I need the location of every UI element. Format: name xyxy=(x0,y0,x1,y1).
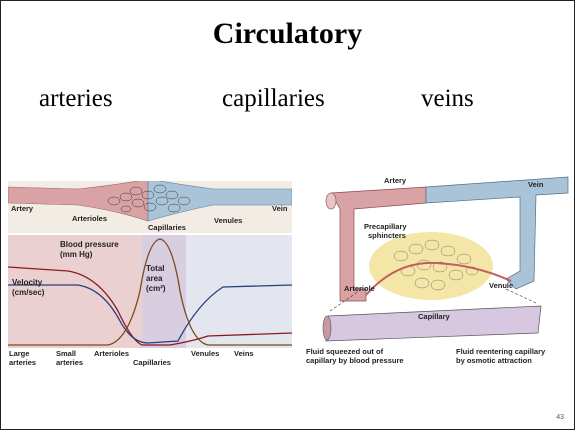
venous-band xyxy=(186,235,292,348)
page-number: 43 xyxy=(556,414,564,421)
label-arteriole-right: Arteriole xyxy=(344,284,375,293)
label-vein: Vein xyxy=(272,204,288,213)
capillary-bed-figure: Artery Vein Precapillary sphincters Arte… xyxy=(306,171,574,371)
label-capillaries-bottom: Capillaries xyxy=(133,358,171,367)
label-area: area xyxy=(146,274,163,283)
label-venule-right: Venule xyxy=(489,281,513,290)
label-venules-bottom: Venules xyxy=(191,349,219,358)
artery-opening xyxy=(326,193,336,209)
term-veins: veins xyxy=(421,85,474,113)
label-blood-pressure-unit: (mm Hg) xyxy=(60,250,93,259)
label-sphincters: sphincters xyxy=(368,231,406,240)
label-arterioles: Arterioles xyxy=(72,214,107,223)
capillary-tube-end xyxy=(323,316,331,340)
term-arteries: arteries xyxy=(39,85,113,113)
blood-flow-graph-figure: Artery Arterioles Capillaries Venules Ve… xyxy=(8,181,292,371)
slide-title: Circulatory xyxy=(1,17,574,51)
label-fluid-in: Fluid reentering capillary xyxy=(456,347,546,356)
capillary-bed-svg: Artery Vein Precapillary sphincters Arte… xyxy=(306,171,574,371)
label-blood-pressure: Blood pressure xyxy=(60,240,119,249)
label-velocity: Velocity xyxy=(12,278,43,287)
label-large-arteries: arteries xyxy=(9,358,36,367)
label-velocity-unit: (cm/sec) xyxy=(12,288,45,297)
label-capillaries-top: Capillaries xyxy=(148,223,186,232)
label-precapillary: Precapillary xyxy=(364,222,407,231)
label-vein-right: Vein xyxy=(528,180,544,189)
label-fluid-in-2: by osmotic attraction xyxy=(456,356,532,365)
label-arterioles-bottom: Arterioles xyxy=(94,349,129,358)
label-veins-bottom: Veins xyxy=(234,349,254,358)
label-venules-top: Venules xyxy=(214,216,242,225)
label-fluid-out-2: capillary by blood pressure xyxy=(306,356,404,365)
term-capillaries: capillaries xyxy=(222,85,325,113)
label-small: Small xyxy=(56,349,76,358)
blood-flow-graph-svg: Artery Arterioles Capillaries Venules Ve… xyxy=(8,181,292,371)
label-small-arteries: arteries xyxy=(56,358,83,367)
label-artery-right: Artery xyxy=(384,176,407,185)
label-artery: Artery xyxy=(11,204,34,213)
label-fluid-out: Fluid squeezed out of xyxy=(306,347,384,356)
label-total: Total xyxy=(146,264,165,273)
label-area-unit: (cm²) xyxy=(146,284,166,293)
label-capillary-right: Capillary xyxy=(418,312,451,321)
label-large: Large xyxy=(9,349,29,358)
